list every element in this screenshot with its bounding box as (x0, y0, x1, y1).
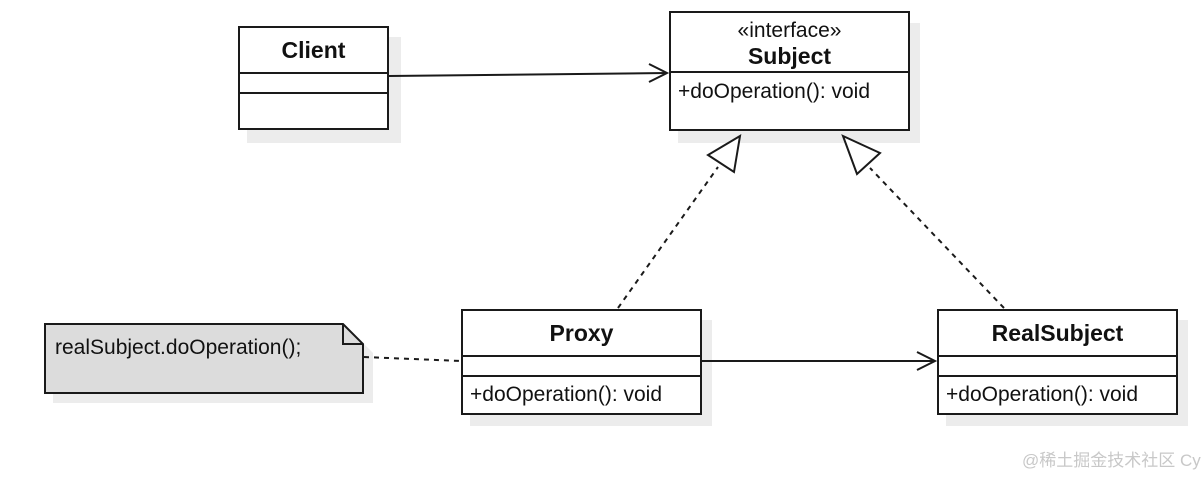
realsubject-realization-triangle (841, 134, 882, 176)
note-shape (44, 323, 364, 394)
client-subject-arrowhead (648, 63, 670, 83)
client-class: Client (238, 26, 389, 130)
client-class-name: Client (281, 37, 346, 63)
proxy-operations-compartment: +doOperation(): void (463, 375, 700, 413)
realsubject-attributes-compartment (939, 355, 1176, 375)
realsubject-class: RealSubject +doOperation(): void (937, 309, 1178, 415)
client-operations-compartment (240, 92, 387, 128)
client-subject-association-line (388, 72, 668, 77)
realsubject-operation: +doOperation(): void (946, 383, 1139, 406)
subject-interface: «interface» Subject +doOperation(): void (669, 11, 910, 131)
proxy-class: Proxy +doOperation(): void (461, 309, 702, 415)
realsubject-realization-line (869, 167, 1005, 309)
realsubject-operations-compartment: +doOperation(): void (939, 375, 1176, 413)
watermark: @稀土掘金技术社区 CyC2018 (1022, 451, 1201, 470)
subject-stereotype: «interface» (737, 19, 842, 42)
subject-operation: +doOperation(): void (678, 80, 871, 103)
note-text: realSubject.doOperation(); (55, 336, 302, 359)
note-anchor-line (363, 356, 462, 362)
proxy-class-name: Proxy (549, 320, 614, 346)
proxy-realsubject-arrowhead (916, 351, 938, 371)
client-attributes-compartment (240, 72, 387, 92)
subject-operations-compartment: +doOperation(): void (671, 71, 908, 127)
proxy-realization-triangle (706, 134, 742, 174)
realsubject-class-name: RealSubject (991, 320, 1124, 346)
proxy-operation: +doOperation(): void (470, 383, 663, 406)
proxy-attributes-compartment (463, 355, 700, 375)
proxy-realization-line (617, 166, 719, 309)
note-fold (342, 324, 363, 345)
subject-interface-name: Subject (747, 43, 832, 69)
